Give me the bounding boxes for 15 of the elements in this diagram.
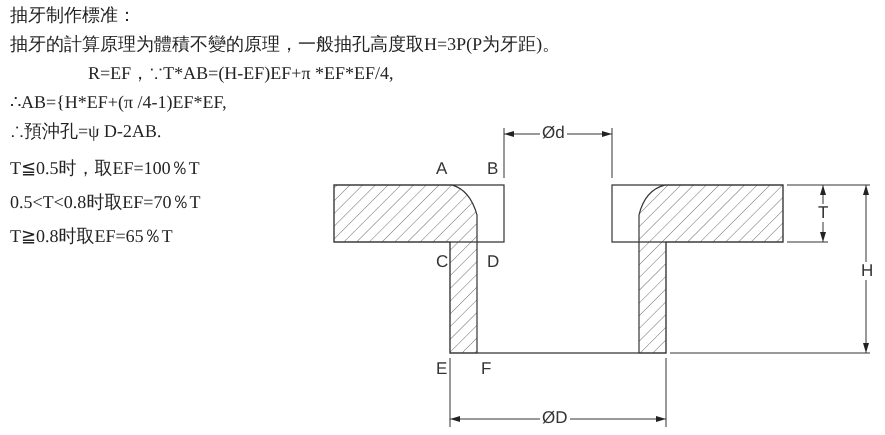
formula-text: 抽牙的計算原理为體積不變的原理，一般抽孔高度取H=3P(P为牙距)。	[10, 33, 560, 55]
formula-text: ∴AB={H*EF+(π /4-1)EF*EF,	[10, 91, 227, 113]
point-label: B	[487, 160, 498, 178]
dimension-label: T	[816, 204, 830, 222]
point-label: D	[487, 253, 500, 271]
formula-text: ∴預沖孔=ψ D-2AB.	[10, 120, 162, 142]
formula-text: R=EF，∵T*AB=(H-EF)EF+π *EF*EF/4,	[88, 62, 394, 84]
condition-text: T≦0.5时，取EF=100％T	[10, 157, 200, 179]
point-label: A	[436, 160, 448, 178]
point-label: E	[436, 360, 448, 378]
point-label: C	[436, 253, 448, 271]
condition-text: T≧0.8时取EF=65％T	[10, 225, 173, 247]
point-label: F	[481, 360, 492, 378]
condition-text: 0.5<T<0.8时取EF=70％T	[10, 191, 200, 213]
heading: 抽牙制作標准：	[10, 4, 136, 26]
